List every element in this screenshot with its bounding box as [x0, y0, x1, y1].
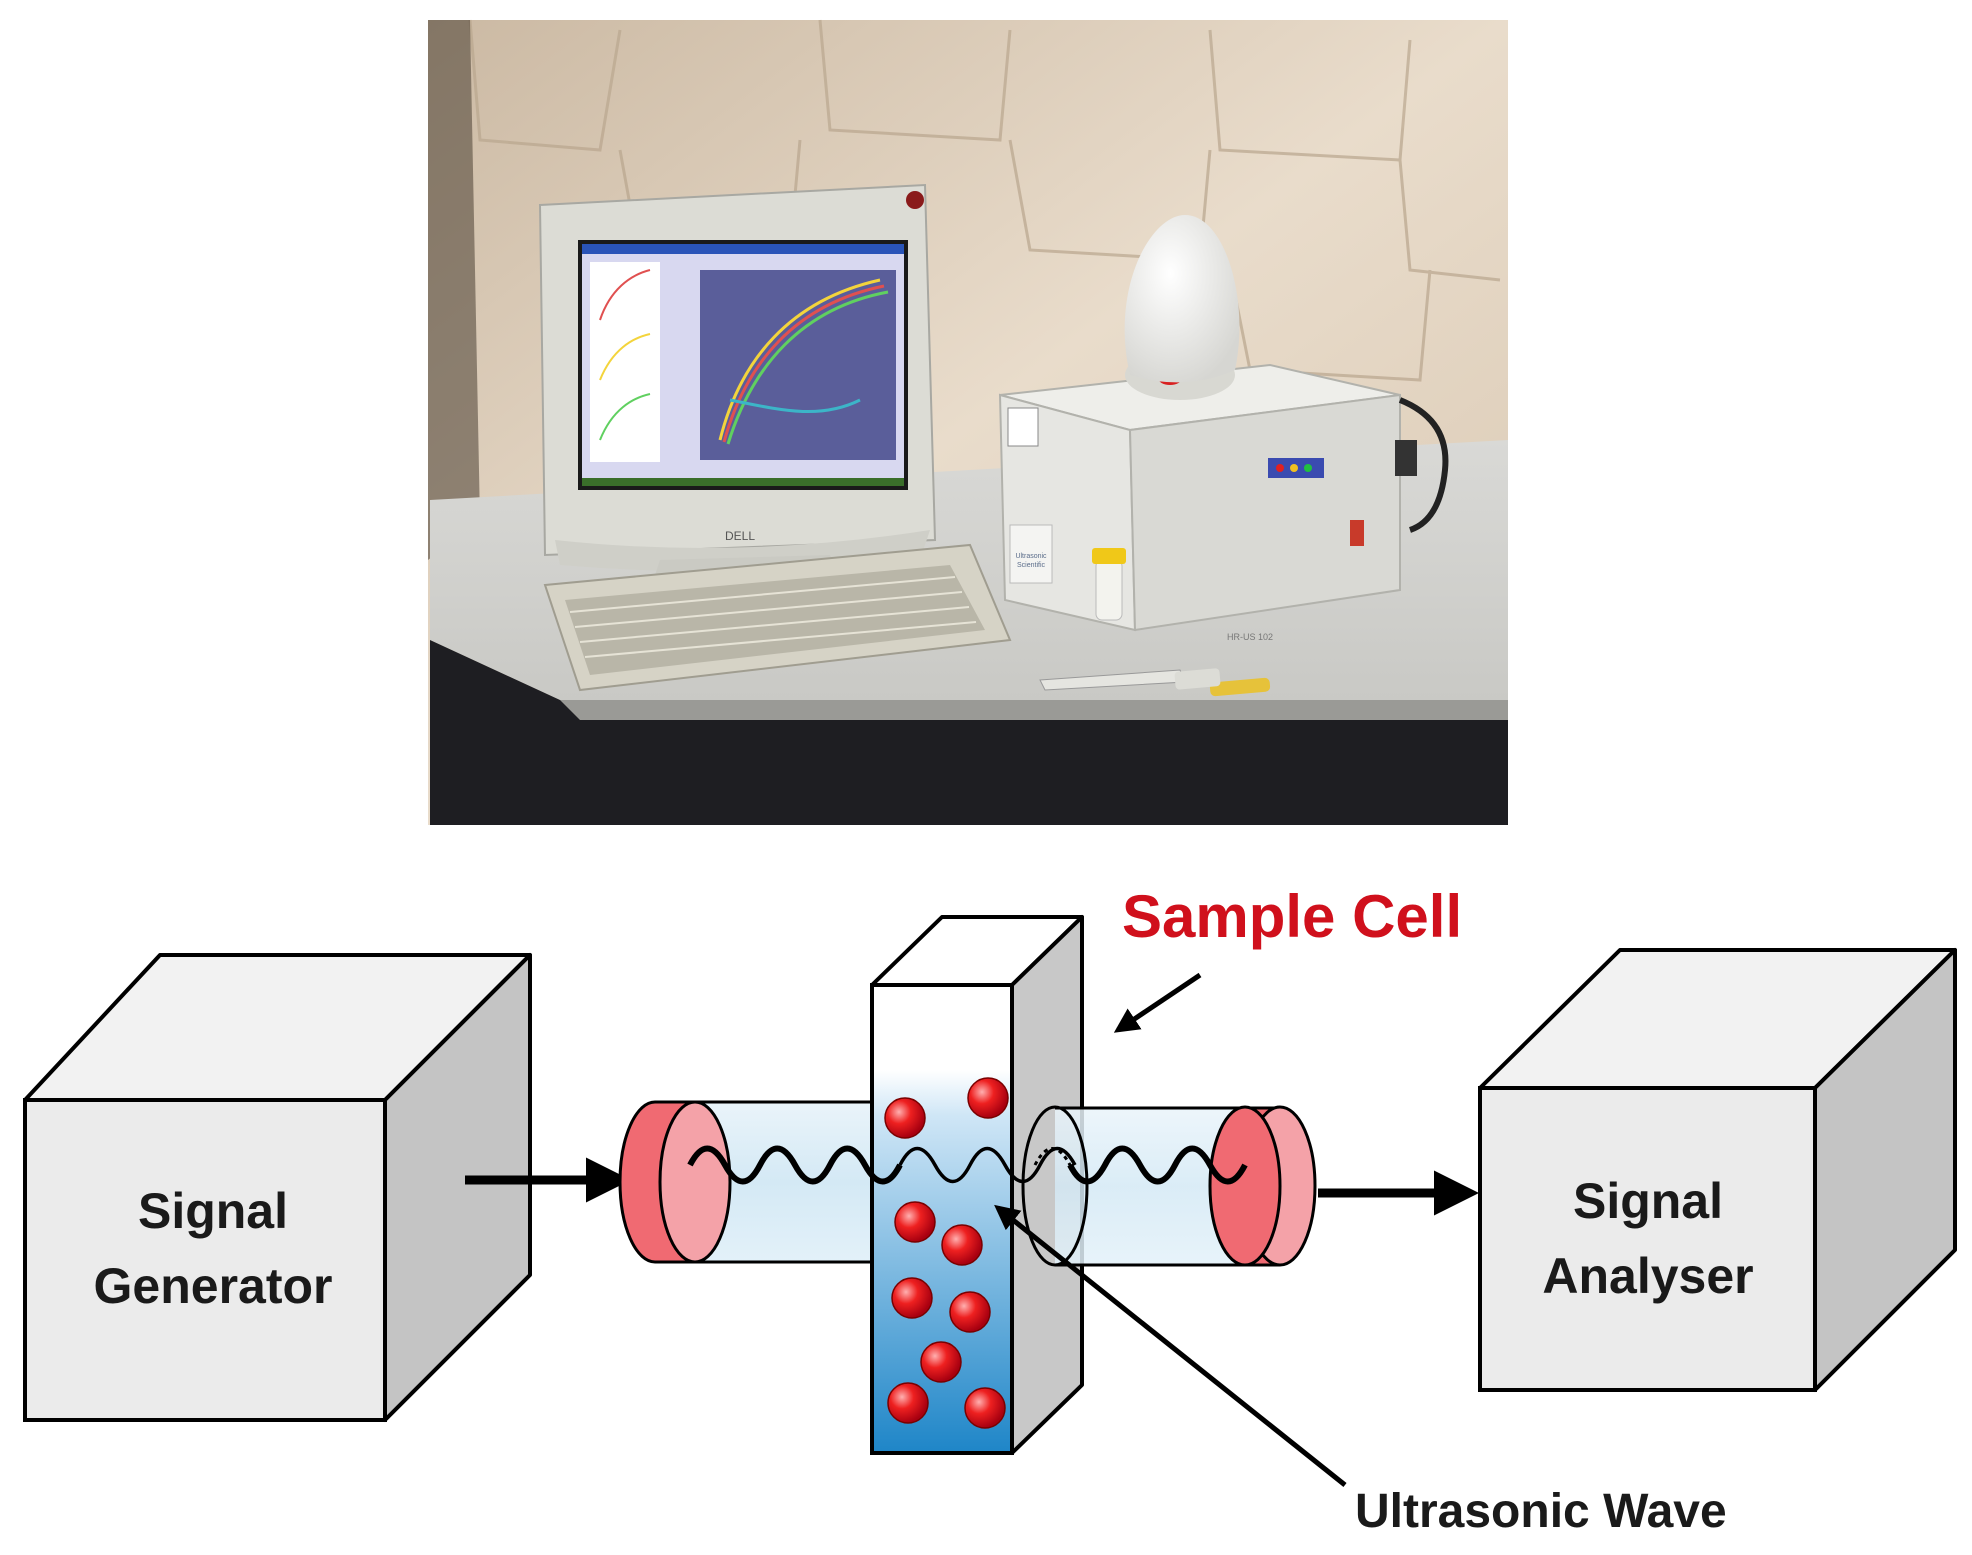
lab-photo: DELL Ultraso [428, 19, 1508, 825]
ultrasonic-wave-label: Ultrasonic Wave [1355, 1485, 1727, 1538]
particle [894, 1201, 936, 1243]
sample-cell-label: Sample Cell [1122, 883, 1462, 950]
signal-analyser-box: Signal Analyser [1478, 948, 1957, 1392]
particle [884, 1097, 926, 1139]
ultrasonic-wave-pointer [994, 1204, 1347, 1487]
sample-cell-pointer [1113, 972, 1202, 1033]
particle [920, 1341, 962, 1383]
particles [884, 1077, 1009, 1429]
device-brand-line2: Scientific [1017, 562, 1046, 569]
monitor: DELL [538, 183, 937, 590]
device-model: HR-US 102 [1227, 632, 1273, 642]
particle [941, 1224, 983, 1266]
right-transducer [1021, 1105, 1317, 1267]
particle [964, 1387, 1006, 1429]
sample-cell [870, 915, 1084, 1455]
pipette [1039, 668, 1271, 697]
signal-generator-box: Signal Generator [23, 953, 532, 1422]
signal-generator-label-1: Signal [138, 1183, 288, 1239]
particle [949, 1291, 991, 1333]
ultrasonic-wave-line [687, 1145, 1248, 1185]
particle [891, 1277, 933, 1319]
particle [887, 1382, 929, 1424]
signal-generator-label-2: Generator [94, 1258, 333, 1314]
left-transducer [618, 1100, 877, 1264]
particle [967, 1077, 1009, 1119]
ultrasonic-device: Ultrasonic Scientific HR-US 102 [998, 215, 1449, 642]
keyboard [543, 543, 1012, 692]
sample-tube [1092, 548, 1126, 621]
signal-analyser-label-1: Signal [1573, 1173, 1723, 1229]
signal-analyser-label-2: Analyser [1542, 1248, 1753, 1304]
monitor-brand: DELL [725, 529, 755, 543]
device-brand-line1: Ultrasonic [1015, 553, 1047, 560]
